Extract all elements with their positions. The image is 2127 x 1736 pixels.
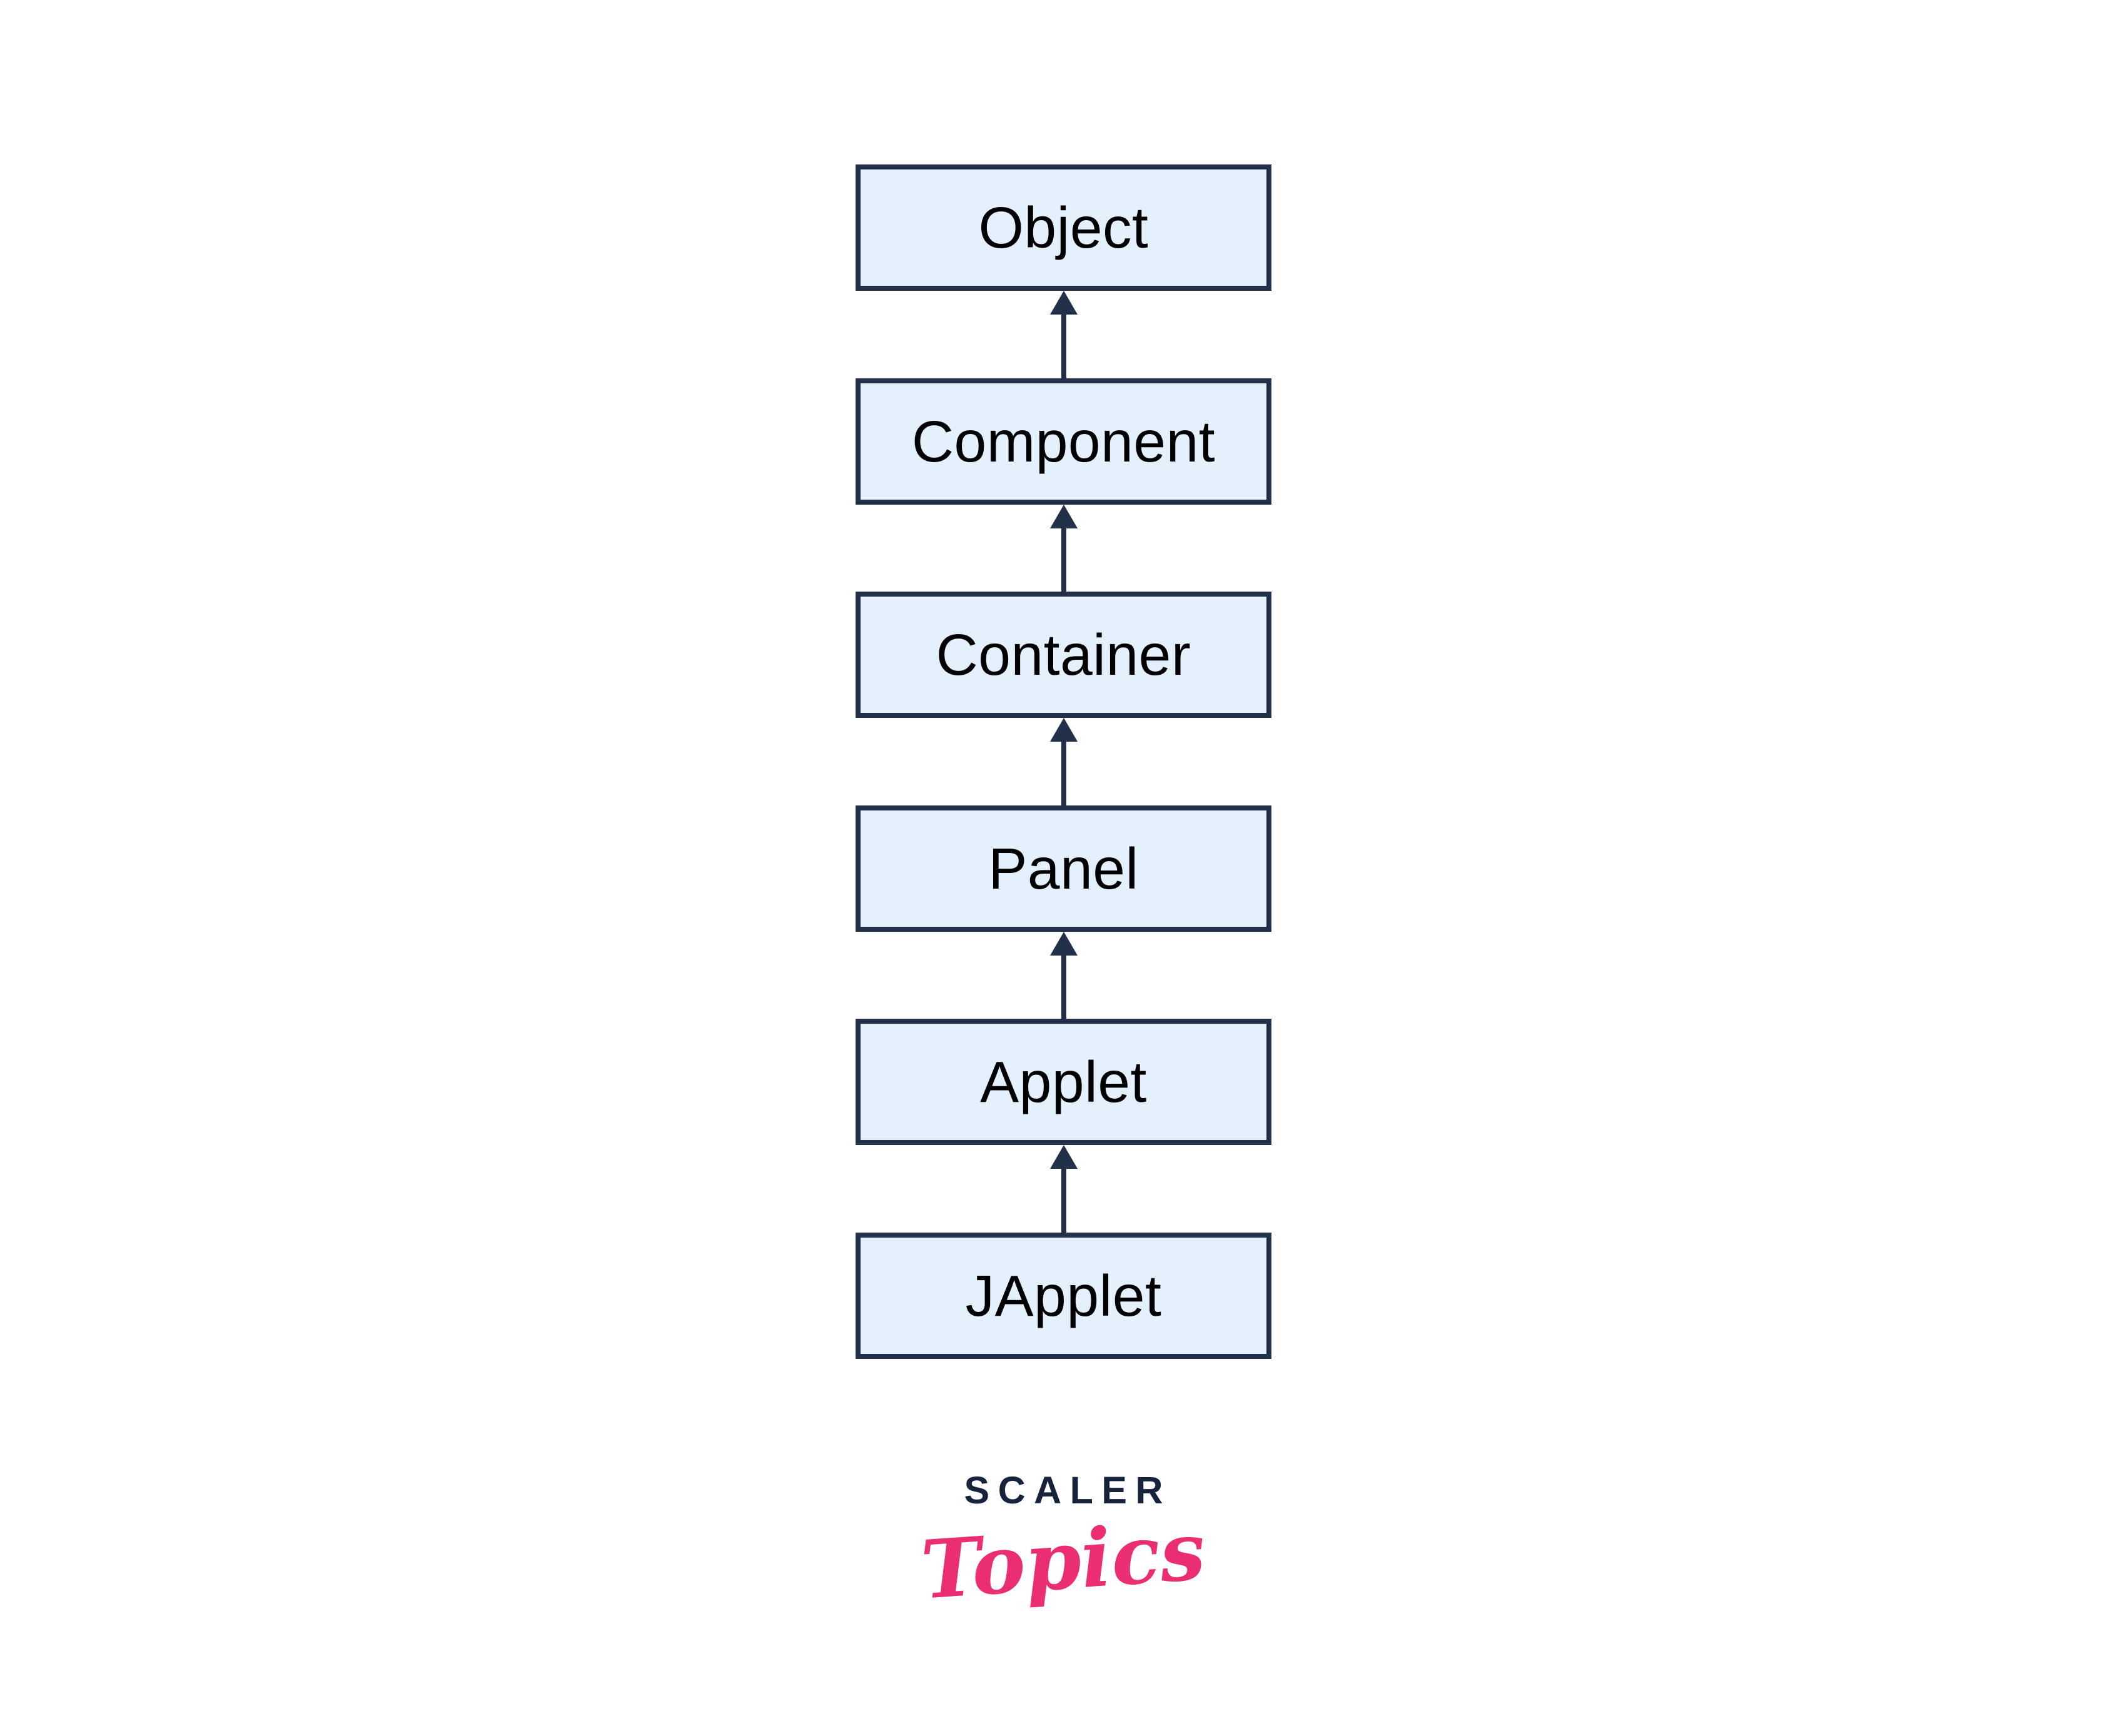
inheritance-arrow-applet-to-panel [1049,932,1078,1019]
class-box-applet: Applet [856,1019,1271,1145]
up-arrow-icon [1050,291,1078,315]
arrow-line [1061,952,1066,1019]
arrow-line [1061,738,1066,805]
class-label: Component [911,408,1216,474]
class-label: Panel [988,835,1139,901]
inheritance-arrow-container-to-component [1049,505,1078,592]
inheritance-arrow-japplet-to-applet [1049,1145,1078,1233]
class-box-component: Component [856,378,1271,505]
logo-wordmark-scaler: SCALER [964,1469,1171,1511]
up-arrow-icon [1050,505,1078,528]
up-arrow-icon [1050,932,1078,956]
arrow-line [1061,1165,1066,1233]
inheritance-arrow-component-to-object [1049,291,1078,378]
class-label: Applet [980,1049,1147,1114]
class-box-object: Object [856,164,1271,291]
class-label: JApplet [965,1263,1162,1328]
class-box-japplet: JApplet [856,1233,1271,1359]
class-label: Container [936,622,1191,687]
arrow-line [1061,525,1066,592]
logo-wordmark-topics: Topics [918,1504,1209,1618]
class-box-panel: Panel [856,805,1271,932]
up-arrow-icon [1050,1145,1078,1169]
scaler-topics-logo: SCALER Topics [0,1468,2127,1618]
up-arrow-icon [1050,718,1078,742]
class-box-container: Container [856,592,1271,718]
inheritance-arrow-panel-to-container [1049,718,1078,805]
class-label: Object [978,194,1149,260]
arrow-line [1061,311,1066,378]
